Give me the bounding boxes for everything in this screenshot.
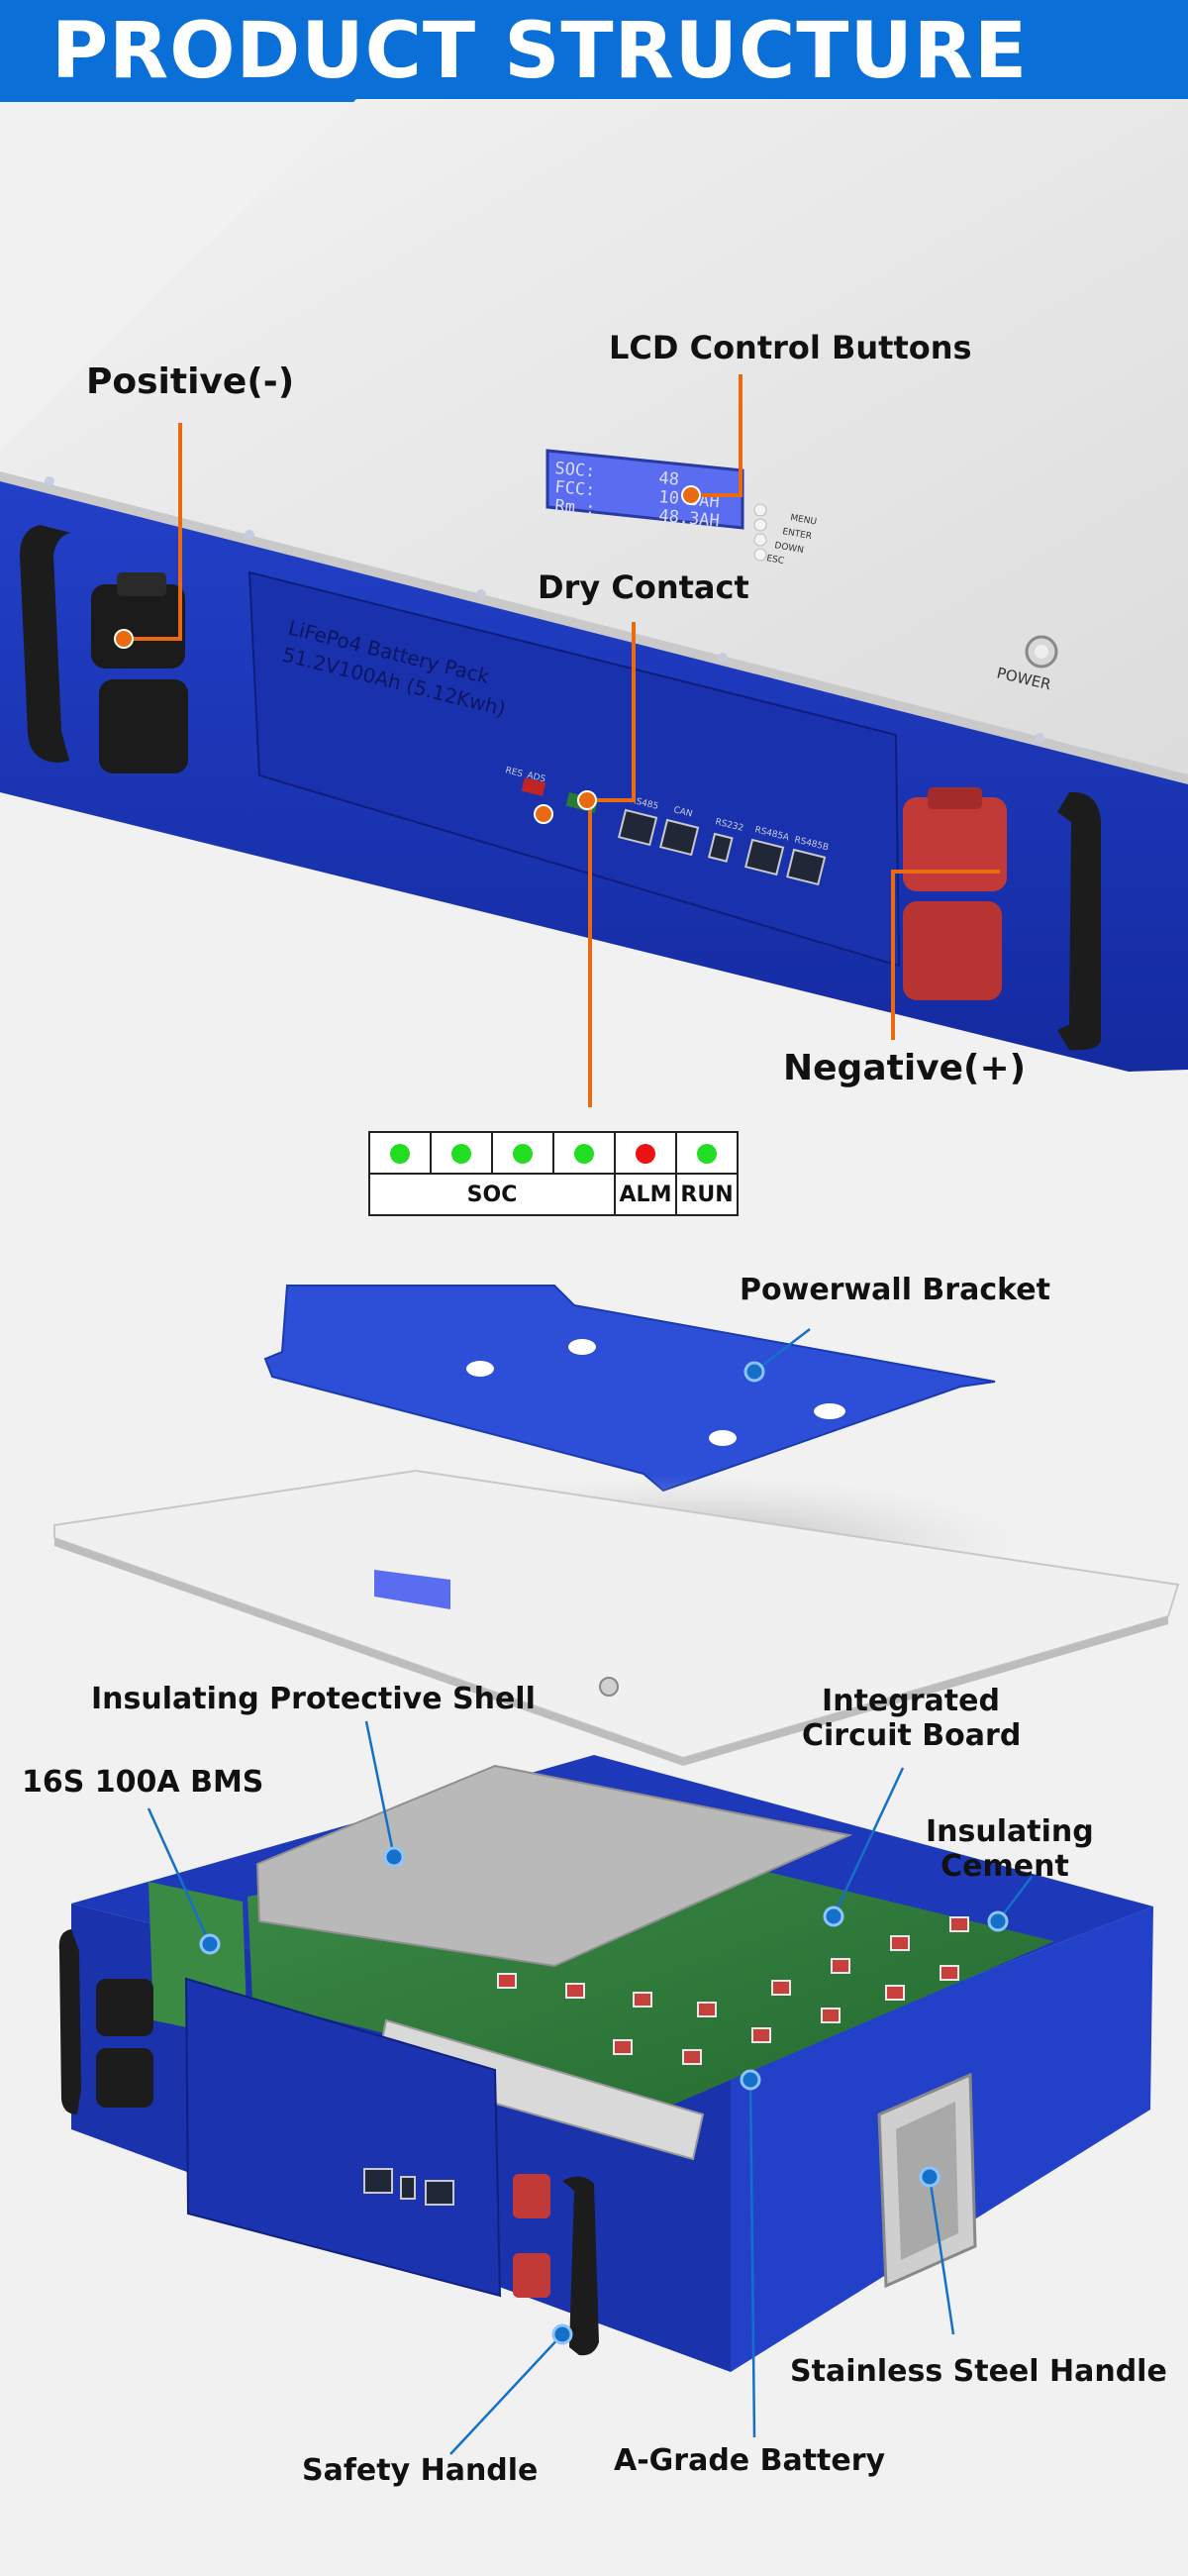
page-title: PRODUCT STRUCTURE: [51, 7, 1029, 96]
left-handle: [20, 525, 71, 763]
comm-ports: [618, 808, 827, 886]
lower-left-handle: [58, 1929, 81, 2114]
label-negative: Negative(+): [783, 1048, 1027, 1088]
lcd-buttons: [753, 503, 767, 562]
indicator-label-run: RUN: [675, 1173, 739, 1216]
label-integrated-line1: Integrated: [822, 1684, 1000, 1718]
label-powerwall-bracket: Powerwall Bracket: [740, 1273, 1050, 1307]
label-cement-line1: Insulating: [926, 1814, 1094, 1849]
indicator-label-alm: ALM: [614, 1173, 677, 1216]
lower-front-panel: [184, 1977, 502, 2298]
callout-dots-top: [114, 485, 701, 824]
callout-lines-top: [124, 374, 1000, 1107]
safety-handle: [562, 2176, 599, 2356]
label-lcd-control-buttons: LCD Control Buttons: [609, 329, 972, 366]
label-safety-handle: Safety Handle: [302, 2453, 539, 2488]
label-cement-line2: Cement: [940, 1849, 1069, 1885]
powerwall-bracket: [263, 1285, 996, 1493]
callout-lines-bottom: [147, 1328, 1033, 2455]
right-handle: [1057, 791, 1101, 1051]
label-a-grade-battery: A-Grade Battery: [614, 2443, 886, 2478]
btn-label-menu: MENU: [789, 513, 817, 527]
led-soc-1: [390, 1143, 410, 1164]
label-dry-contact: Dry Contact: [538, 568, 749, 606]
dip-label-res: RES: [504, 766, 524, 779]
header-banner: PRODUCT STRUCTURE: [0, 0, 1188, 102]
label-integrated-line2: Circuit Board: [802, 1718, 1022, 1754]
led-alm: [636, 1143, 655, 1164]
led-soc-2: [451, 1143, 471, 1164]
indicator-label-soc: SOC: [368, 1173, 616, 1216]
lcd-line-2: FCC:: [554, 477, 597, 500]
dip-label-ads: ADS: [526, 771, 546, 784]
lcd-screen: [545, 449, 744, 530]
led-indicator-table: SOC ALM RUN: [368, 1131, 739, 1216]
bracket-holes: [466, 1339, 845, 1446]
label-positive: Positive(-): [86, 361, 295, 402]
positive-terminal: [91, 572, 188, 773]
label-integrated-circuit-board: Integrated Circuit Board: [802, 1684, 1022, 1754]
lower-ports: [363, 2168, 454, 2206]
lower-positive-terminal: [96, 1979, 153, 2108]
lcd-line-1: SOC:: [554, 459, 597, 481]
lcd-line-3: Rm :: [554, 496, 597, 519]
port-label-can: CAN: [672, 805, 693, 819]
label-insulating-protective-shell: Insulating Protective Shell: [91, 1682, 536, 1716]
led-run: [697, 1143, 717, 1164]
insulating-shell: [255, 1764, 853, 1968]
lcd-value-1: 48: [658, 468, 680, 490]
front-panel-plate: [248, 570, 901, 968]
terminal-studs: [497, 1916, 969, 2065]
label-stainless-steel-handle: Stainless Steel Handle: [790, 2354, 1167, 2389]
callout-dots-bottom: [199, 1361, 1009, 2345]
dip-switch: [521, 777, 546, 796]
lid-lcd: [374, 1570, 450, 1609]
battery-bottom: [58, 1755, 1153, 2372]
led-soc-3: [513, 1143, 533, 1164]
label-insulating-cement: Insulating Cement: [926, 1814, 1094, 1885]
negative-terminal: [903, 787, 1007, 1000]
led-soc-4: [574, 1143, 594, 1164]
battery-top: SOC: FCC: Rm : 48 10 0AH 48.3AH MENU ENT…: [0, 99, 1188, 1072]
label-bms: 16S 100A BMS: [22, 1765, 264, 1800]
lower-negative-terminal: [513, 2174, 550, 2298]
battery-lid: [0, 99, 1188, 777]
btn-label-esc: ESC: [765, 554, 784, 567]
